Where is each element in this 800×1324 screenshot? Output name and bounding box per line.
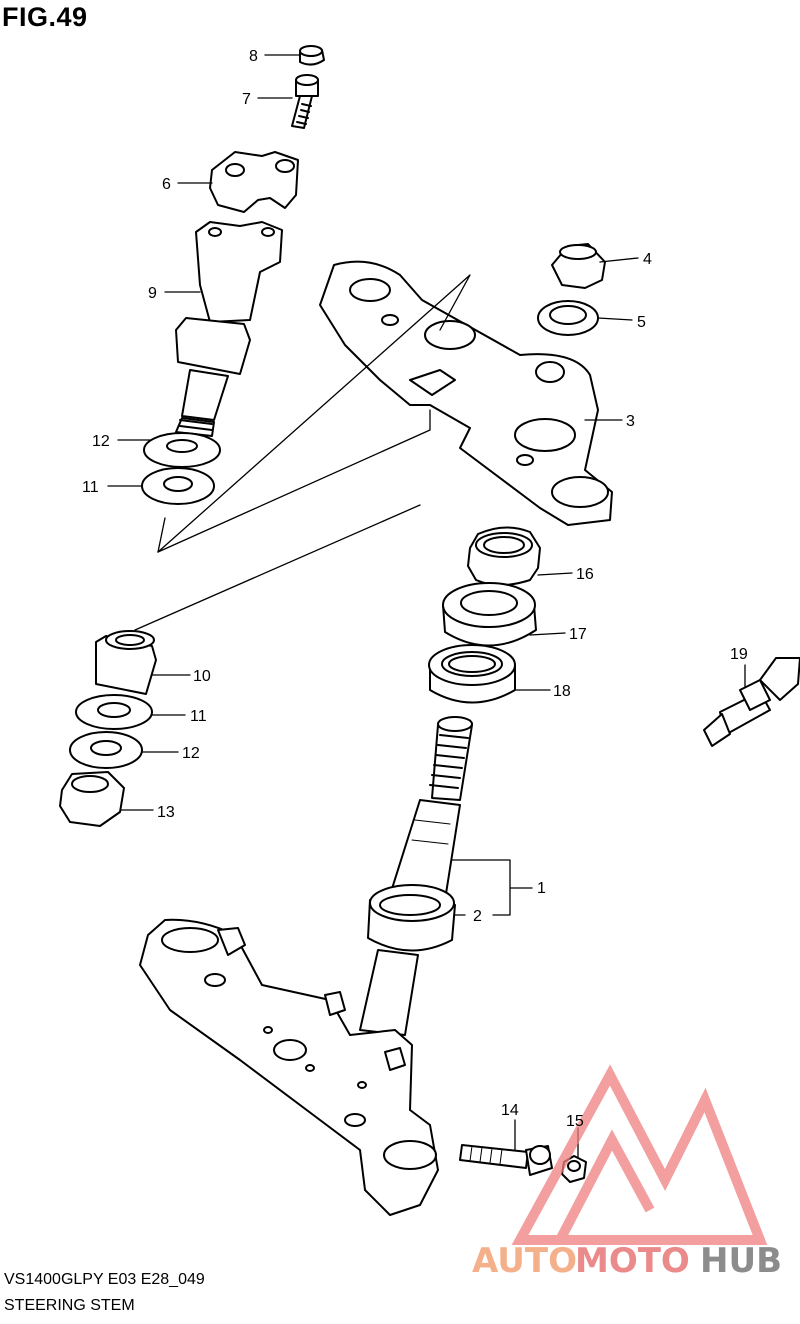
- label-15: 15: [566, 1113, 584, 1130]
- part-11-washer-lower: [75, 694, 153, 730]
- label-14: 14: [501, 1102, 519, 1119]
- label-6: 6: [162, 176, 171, 193]
- label-12-lower: 12: [182, 745, 200, 762]
- label-3: 3: [626, 413, 635, 430]
- model-code: VS1400GLPY E03 E28_049: [4, 1271, 205, 1288]
- part-labels: 8 7 6 9 12 11 4 5 3 16 17 18 19 10 11 12…: [82, 48, 748, 1130]
- part-18-bearing: [428, 644, 516, 704]
- label-11-lower: 11: [190, 708, 207, 725]
- label-19: 19: [730, 646, 748, 663]
- watermark-auto: AUTO: [472, 1241, 577, 1281]
- part-12-washer-upper: [143, 432, 221, 468]
- watermark-moto: MOTO: [575, 1241, 690, 1281]
- figure-title: FIG.49: [2, 2, 88, 32]
- section-name: STEERING STEM: [4, 1297, 135, 1314]
- part-1-stem: [389, 716, 473, 901]
- label-2: 2: [473, 908, 482, 925]
- leader-lines: [107, 54, 746, 1159]
- part-3-upper-bracket: [319, 260, 613, 526]
- part-17-seal: [442, 582, 537, 647]
- part-8-cap: [299, 45, 325, 66]
- label-8: 8: [249, 48, 258, 65]
- part-10-sleeve: [95, 630, 157, 695]
- label-11-upper: 11: [82, 479, 99, 496]
- label-12-upper: 12: [92, 433, 110, 450]
- label-7: 7: [242, 91, 251, 108]
- label-5: 5: [637, 314, 646, 331]
- part-14-bolt: [459, 1144, 553, 1176]
- part-13-nut: [59, 771, 125, 827]
- label-13: 13: [157, 804, 175, 821]
- part-9-holder: [175, 221, 283, 437]
- label-18: 18: [553, 683, 571, 700]
- watermark: AUTO MOTO HUB: [472, 1241, 782, 1281]
- watermark-hub: HUB: [700, 1241, 782, 1281]
- label-17: 17: [569, 626, 587, 643]
- part-7-bolt: [291, 74, 319, 129]
- watermark-logo-icon: [511, 1064, 768, 1245]
- part-11-washer-upper: [141, 467, 215, 505]
- part-4-nut: [551, 243, 606, 289]
- label-16: 16: [576, 566, 594, 583]
- part-6-clamp: [209, 151, 299, 213]
- lower-bracket: [139, 918, 439, 1216]
- part-2-bearing: [367, 884, 456, 952]
- label-4: 4: [643, 251, 652, 268]
- part-5-washer: [537, 300, 599, 336]
- label-1: 1: [537, 880, 546, 897]
- part-15-nut: [561, 1155, 587, 1183]
- label-9: 9: [148, 285, 157, 302]
- label-10: 10: [193, 668, 211, 685]
- part-16-locknut: [467, 526, 541, 586]
- part-12-washer-lower: [69, 731, 143, 769]
- part-19-lock: [703, 657, 800, 747]
